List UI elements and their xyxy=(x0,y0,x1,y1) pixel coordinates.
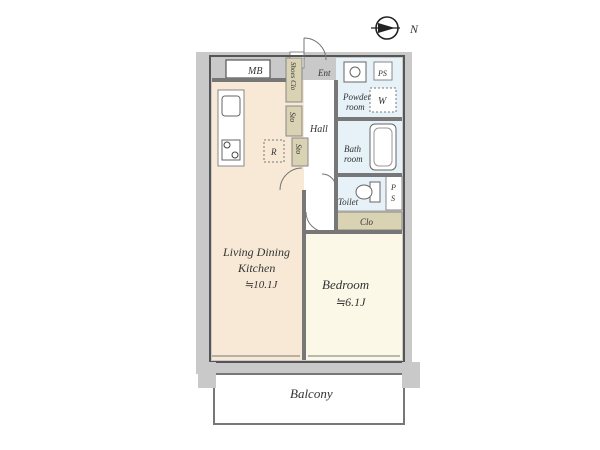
label-ldk-area: ≒10.1J xyxy=(244,279,278,291)
label-ps-side-s: S xyxy=(391,194,395,203)
label-sto-2: Sto xyxy=(294,144,303,154)
label-balcony: Balcony xyxy=(290,386,333,401)
storage-1 xyxy=(285,105,303,137)
sink-icon xyxy=(221,95,241,117)
entrance-door-swing xyxy=(303,37,327,61)
label-sto-1: Sto xyxy=(288,112,297,122)
basin-bowl-icon xyxy=(349,66,361,78)
balcony xyxy=(213,373,405,425)
bathtub-inner xyxy=(373,127,393,167)
label-ent: Ent xyxy=(317,68,331,78)
burner-icon xyxy=(231,151,239,159)
label-closet: Clo xyxy=(360,217,374,227)
label-mb: MB xyxy=(247,66,262,77)
compass-arrow-icon xyxy=(378,23,395,33)
label-refrigerator: R xyxy=(270,147,277,157)
label-bedroom-area: ≒6.1J xyxy=(335,295,366,309)
label-ps-top: PS xyxy=(377,69,387,78)
bedroom-floor xyxy=(304,232,402,360)
label-washer: W xyxy=(378,96,388,107)
ps-side-shaft xyxy=(385,175,403,211)
toilet-bowl-icon xyxy=(355,184,373,200)
bathtub-icon xyxy=(369,123,397,171)
label-bath-line1: Bath xyxy=(344,144,361,154)
ldk-door-swing xyxy=(279,167,303,191)
label-powder-line1: Powder xyxy=(342,92,371,102)
exterior-outline xyxy=(209,55,405,363)
balcony-wall-left xyxy=(198,362,216,388)
label-hall: Hall xyxy=(309,124,328,135)
compass: N xyxy=(371,16,419,40)
label-toilet: Toilet xyxy=(338,197,359,207)
burner-icon xyxy=(223,141,231,149)
label-ldk-line1: Living Dining xyxy=(222,245,290,259)
doors xyxy=(212,37,400,357)
stove-icon xyxy=(221,139,241,161)
label-bedroom: Bedroom xyxy=(322,277,369,292)
hall-floor xyxy=(304,80,336,232)
compass-north-label: N xyxy=(409,22,419,36)
interior-walls xyxy=(212,78,402,360)
washer-space xyxy=(369,87,397,113)
bedroom-door-swing xyxy=(305,211,327,233)
label-ldk-line2: Kitchen xyxy=(237,261,275,275)
label-bath-line2: room xyxy=(344,154,363,164)
label-powder-line2: room xyxy=(346,102,365,112)
label-ps-side-p: P xyxy=(390,183,396,192)
toilet-door-swing xyxy=(321,173,337,189)
refrigerator-space xyxy=(263,139,285,163)
ps-shaft-top xyxy=(373,61,393,81)
label-shoes-clo: Shoes Clo xyxy=(289,62,297,91)
wash-basin-icon xyxy=(343,61,367,83)
storage-2 xyxy=(291,137,309,167)
balcony-wall-right xyxy=(402,362,420,388)
